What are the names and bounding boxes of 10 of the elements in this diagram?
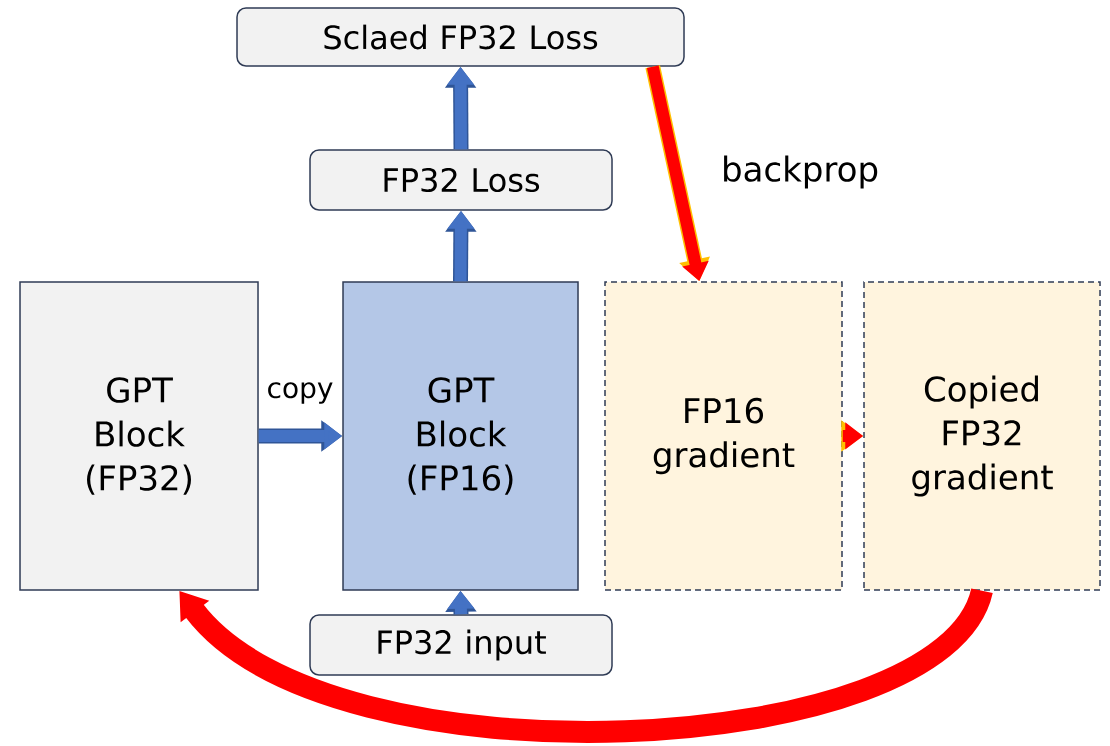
- rounded-box: FP32 input: [309, 614, 613, 676]
- rounded-box: FP32 Loss: [309, 149, 613, 211]
- edge-label: backprop: [720, 154, 880, 190]
- rounded-box: Sclaed FP32 Loss: [236, 7, 685, 67]
- block-box: GPT Block (FP16): [342, 281, 579, 591]
- arrow: [179, 585, 992, 743]
- edge-label: copy: [265, 381, 335, 405]
- dashed-box: Copied FP32 gradient: [863, 281, 1101, 591]
- block-box: GPT Block (FP32): [19, 281, 259, 591]
- dashed-box: FP16 gradient: [604, 281, 843, 591]
